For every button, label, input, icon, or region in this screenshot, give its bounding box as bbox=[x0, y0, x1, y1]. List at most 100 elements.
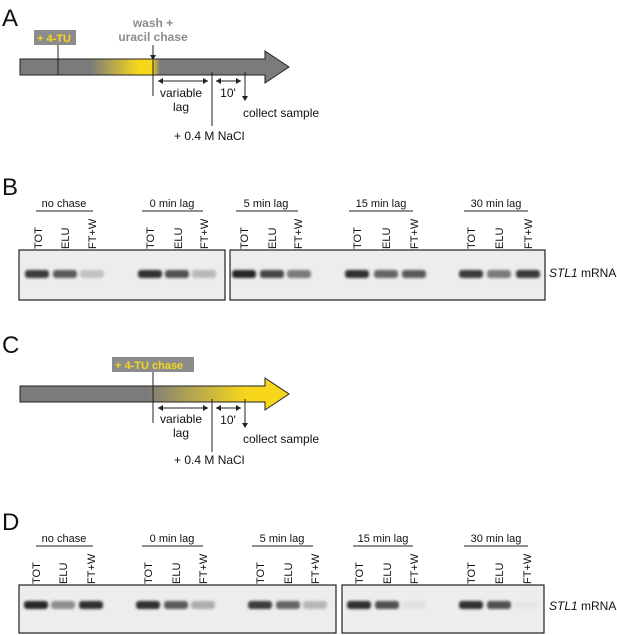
gel-band bbox=[165, 270, 189, 278]
lane-label: FT+W bbox=[409, 553, 421, 584]
panel-b-condition-3: 5 min lag bbox=[244, 198, 289, 210]
gel-band bbox=[138, 270, 162, 278]
lane-label: TOT bbox=[255, 562, 267, 584]
panel-a: A + 4-TU wash + uracil chase variable la… bbox=[2, 5, 319, 143]
lane-label: TOT bbox=[466, 562, 478, 584]
gel-band bbox=[303, 601, 327, 609]
panel-c-nacl: + 0.4 M NaCl bbox=[174, 453, 244, 467]
lane-label: TOT bbox=[352, 227, 364, 249]
panel-d: D no chase 0 min lag 5 min lag 15 min la… bbox=[2, 509, 617, 634]
lane-label: ELU bbox=[173, 228, 185, 249]
gel-band bbox=[164, 601, 188, 609]
panel-c-ten-min-bracket bbox=[216, 405, 241, 411]
panel-a-ten-min: 10' bbox=[220, 86, 236, 100]
panel-a-timeline-arrow bbox=[19, 50, 290, 84]
gel-band bbox=[374, 270, 398, 278]
lane-label: ELU bbox=[283, 563, 295, 584]
panel-b: B no chase 0 min lag 5 min lag 15 min la… bbox=[2, 174, 616, 301]
gel-band bbox=[51, 601, 75, 609]
panel-d-lane-labels: TOT ELU FT+W TOT ELU FT+W TOT ELU FT+W T… bbox=[31, 553, 534, 584]
lane-label: ELU bbox=[494, 563, 506, 584]
panel-c-start-box bbox=[112, 357, 194, 372]
lane-label: FT+W bbox=[523, 218, 535, 249]
panel-c-timeline-arrow bbox=[19, 377, 290, 411]
gel-band bbox=[248, 601, 272, 609]
gel-band bbox=[276, 601, 300, 609]
lane-label: ELU bbox=[494, 228, 506, 249]
gel-band bbox=[375, 601, 399, 609]
gel-band bbox=[136, 601, 160, 609]
lane-label: FT+W bbox=[310, 553, 322, 584]
lane-label: ELU bbox=[171, 563, 183, 584]
lane-label: FT+W bbox=[198, 553, 210, 584]
gel-band bbox=[347, 601, 371, 609]
panel-d-condition-3: 5 min lag bbox=[260, 533, 305, 545]
lane-label: ELU bbox=[382, 563, 394, 584]
panel-c-ten-min: 10' bbox=[220, 413, 236, 427]
gel-band bbox=[459, 601, 483, 609]
lane-label: FT+W bbox=[86, 553, 98, 584]
lane-label: FT+W bbox=[87, 218, 99, 249]
lane-label: FT+W bbox=[199, 218, 211, 249]
lane-label: FT+W bbox=[522, 553, 534, 584]
panel-a-lag-line1: variable bbox=[160, 86, 202, 100]
panel-a-wash-line1: wash + bbox=[132, 16, 173, 30]
panel-c-lag-bracket bbox=[158, 405, 208, 411]
panel-a-nacl: + 0.4 M NaCl bbox=[174, 129, 244, 143]
lane-label: FT+W bbox=[293, 218, 305, 249]
gel-band bbox=[402, 601, 426, 609]
gel-band bbox=[25, 270, 49, 278]
lane-label: ELU bbox=[381, 228, 393, 249]
lane-label: TOT bbox=[466, 227, 478, 249]
gel-band bbox=[80, 270, 104, 278]
panel-c-lag-line1: variable bbox=[160, 412, 202, 426]
panel-c-start-label: + 4-TU chase bbox=[115, 360, 183, 372]
lane-label: TOT bbox=[143, 562, 155, 584]
panel-d-condition-5: 30 min lag bbox=[471, 533, 522, 545]
panel-d-gel-2 bbox=[341, 584, 545, 634]
panel-d-gene-suffix: mRNA bbox=[578, 599, 617, 613]
lane-label: TOT bbox=[145, 227, 157, 249]
panel-b-lane-labels: TOT ELU FT+W TOT ELU FT+W TOT ELU FT+W T… bbox=[33, 218, 535, 249]
panel-b-condition-4: 15 min lag bbox=[356, 198, 407, 210]
lane-label: ELU bbox=[267, 228, 279, 249]
panel-a-wash-line2: uracil chase bbox=[118, 30, 188, 44]
lane-label: FT+W bbox=[409, 218, 421, 249]
lane-label: TOT bbox=[354, 562, 366, 584]
panel-d-bands bbox=[24, 601, 539, 609]
panel-d-letter: D bbox=[2, 509, 19, 536]
gel-band bbox=[345, 270, 369, 278]
panel-c-collect: collect sample bbox=[243, 432, 319, 446]
panel-a-lag-bracket bbox=[158, 78, 208, 84]
gel-band bbox=[287, 270, 311, 278]
gel-band bbox=[191, 601, 215, 609]
panel-b-gene-label: STL1 mRNA bbox=[549, 266, 616, 280]
panel-a-start-box bbox=[34, 30, 76, 45]
panel-b-condition-1: no chase bbox=[42, 198, 87, 210]
panel-d-condition-1: no chase bbox=[42, 533, 87, 545]
gel-band bbox=[402, 270, 426, 278]
gel-band bbox=[79, 601, 103, 609]
panel-d-gene-name: STL1 bbox=[549, 599, 578, 613]
panel-a-collect: collect sample bbox=[243, 106, 319, 120]
panel-d-condition-4: 15 min lag bbox=[358, 533, 409, 545]
panel-b-condition-2: 0 min lag bbox=[150, 198, 195, 210]
panel-b-bands bbox=[25, 270, 540, 278]
panel-b-gene-suffix: mRNA bbox=[578, 266, 617, 280]
gel-band bbox=[260, 270, 284, 278]
panel-b-gene-name: STL1 bbox=[549, 266, 578, 280]
panel-a-lag-line2: lag bbox=[173, 100, 189, 114]
lane-label: TOT bbox=[31, 562, 43, 584]
panel-a-letter: A bbox=[2, 5, 18, 32]
gel-band bbox=[232, 270, 256, 278]
gel-band bbox=[515, 601, 539, 609]
gel-band bbox=[24, 601, 48, 609]
lane-label: ELU bbox=[60, 228, 72, 249]
panel-c: C + 4-TU chase variable lag 10' collect … bbox=[2, 332, 319, 467]
panel-a-ten-min-bracket bbox=[216, 78, 241, 84]
lane-label: TOT bbox=[239, 227, 251, 249]
panel-b-letter: B bbox=[2, 174, 18, 201]
lane-label: ELU bbox=[58, 563, 70, 584]
gel-band bbox=[516, 270, 540, 278]
